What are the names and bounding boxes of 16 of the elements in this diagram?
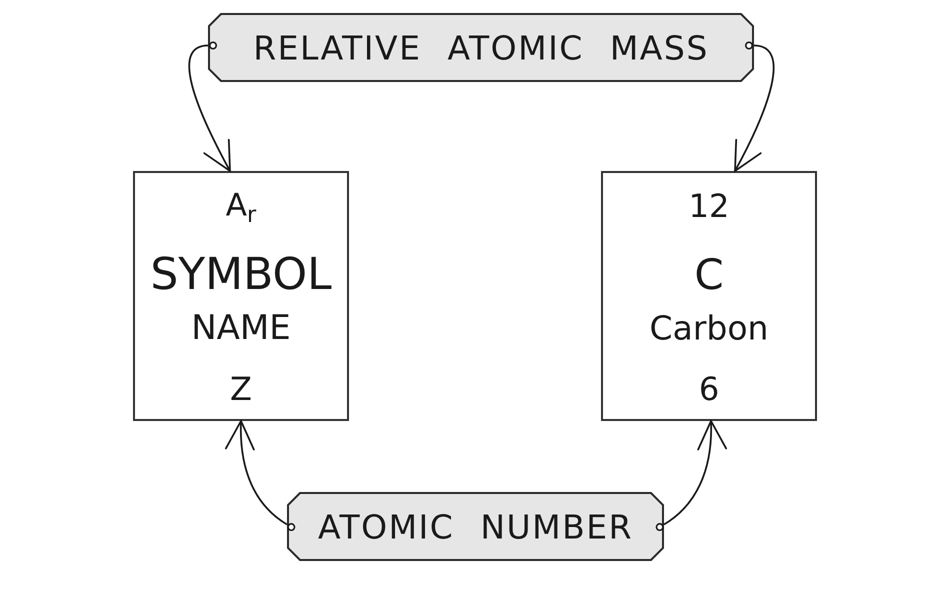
curved-arrow: [188, 40, 231, 172]
element-name: Carbon: [650, 312, 768, 344]
atomic-mass: A$_{r}$: [226, 190, 256, 222]
curved-arrow: [734, 40, 774, 172]
element-name: NAME: [191, 311, 291, 345]
curved-arrow: [656, 420, 726, 532]
banner-label: ATOMIC NUMBER: [318, 510, 634, 543]
element-symbol: SYMBOL: [150, 253, 332, 297]
curved-arrow: [226, 420, 296, 532]
element-tile: [601, 171, 817, 421]
atomic-mass: 12: [688, 190, 730, 222]
element-tile: [133, 171, 349, 421]
banner-label: RELATIVE ATOMIC MASS: [253, 31, 709, 64]
element-symbol: C: [694, 254, 724, 296]
atomic-number: 6: [698, 373, 720, 405]
atomic-number: Z: [230, 373, 252, 405]
